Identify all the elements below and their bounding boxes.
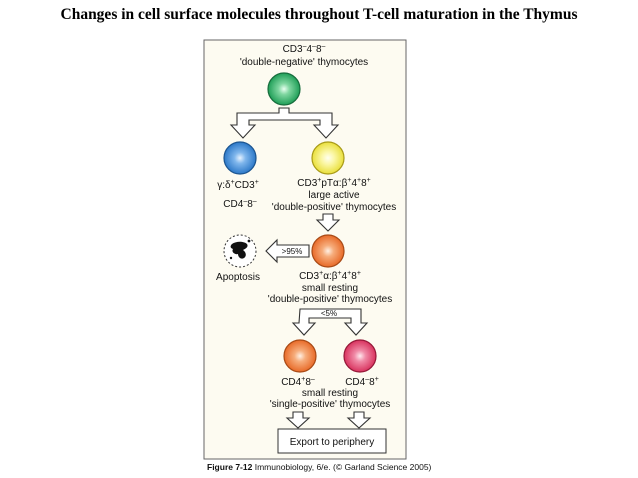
split-arrow-top [229, 107, 340, 139]
stage1-description: 'double-negative' thymocytes [240, 57, 368, 68]
apoptosis-label: Apoptosis [216, 272, 260, 283]
apoptosis-arrow [265, 238, 310, 264]
single-positive-description: 'single-positive' thymocytes [270, 399, 391, 410]
export-arrow-left [285, 411, 311, 429]
small-resting-dp-marker-label: CD3+α:β+4+8+ [299, 270, 361, 282]
large-active-cell [311, 141, 345, 175]
figure-number: Figure 7-12 [207, 462, 253, 472]
stage1-marker-label: CD3–4–8– [283, 43, 326, 55]
double-negative-cell [267, 72, 301, 106]
gamma-delta-cell [223, 141, 257, 175]
figure-caption: Figure 7-12 Immunobiology, 6/e. (© Garla… [207, 462, 431, 472]
gamma-delta-label-2: CD4–8– [223, 198, 256, 210]
export-box [277, 428, 387, 454]
small-resting-dp-cell [311, 234, 345, 268]
export-arrow-right [346, 411, 372, 429]
export-label: Export to periphery [290, 437, 375, 448]
gamma-delta-label-1: γ:δ+CD3+ [217, 179, 259, 191]
cd4-single-positive-cell [283, 339, 317, 373]
large-active-marker-label: CD3+pTα:β+4+8+ [297, 177, 371, 189]
large-active-description: 'double-positive' thymocytes [272, 202, 396, 213]
cd8-sp-marker-label: CD4–8+ [345, 376, 379, 388]
figure-source: Immunobiology, 6/e. (© Garland Science 2… [252, 462, 432, 472]
cd8-single-positive-cell [343, 339, 377, 373]
selection-percent-label: <5% [321, 309, 337, 318]
small-resting-dp-description: 'double-positive' thymocytes [268, 294, 392, 305]
cd4-sp-marker-label: CD4+8– [281, 376, 315, 388]
apoptotic-cell [223, 234, 257, 268]
slide-title: Changes in cell surface molecules throug… [60, 6, 578, 23]
single-positive-size: small resting [302, 388, 358, 399]
split-arrow-bottom [291, 308, 369, 336]
apoptosis-percent-label: >95% [282, 247, 303, 256]
down-arrow-1 [315, 213, 341, 232]
large-active-size: large active [308, 190, 360, 201]
small-resting-dp-size: small resting [302, 283, 358, 294]
